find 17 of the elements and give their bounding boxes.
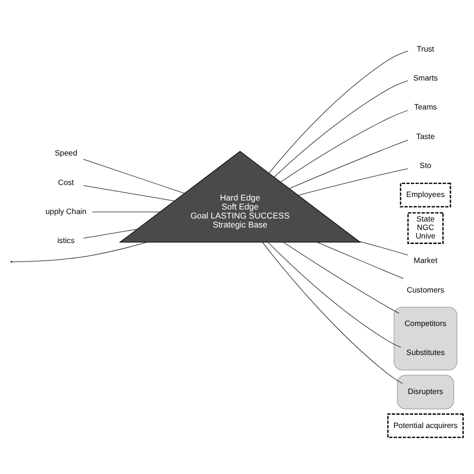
connector: [83, 228, 138, 238]
connector: [289, 139, 408, 188]
connector: [317, 241, 404, 278]
cluster: [394, 306, 458, 370]
connector: [280, 110, 408, 182]
connector: [358, 240, 408, 255]
connector: [283, 242, 400, 314]
connector: [268, 50, 408, 173]
connector: [12, 241, 148, 262]
connector: [298, 168, 408, 196]
connector: [268, 241, 402, 348]
connector: [83, 158, 185, 194]
cluster: [397, 374, 454, 409]
connector: [92, 211, 160, 212]
connector: [83, 184, 175, 201]
connector: [274, 80, 408, 177]
connector: [262, 242, 403, 384]
